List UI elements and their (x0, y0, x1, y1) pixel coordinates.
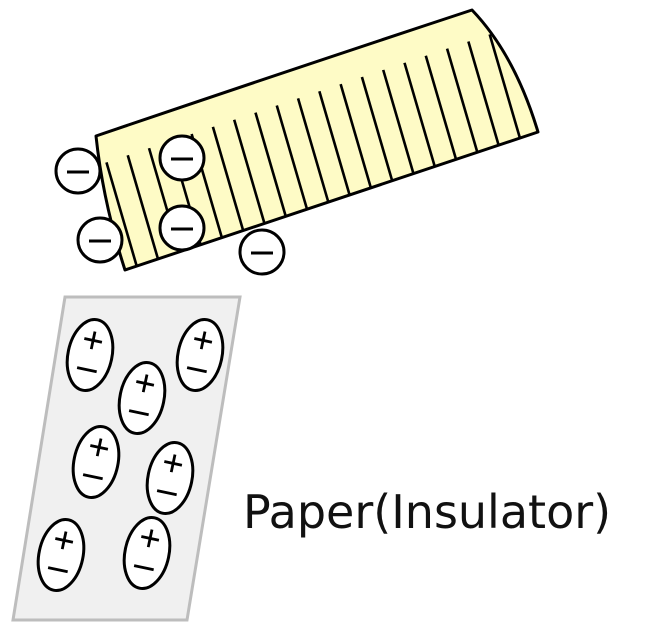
comb-tooth (424, 55, 458, 160)
negative-charge (82, 473, 103, 481)
comb-tooth (381, 69, 415, 174)
negative-charge (186, 366, 207, 374)
comb-tooth (254, 112, 287, 217)
electron (76, 216, 124, 264)
negative-charge (76, 366, 97, 374)
polarized-molecule (145, 440, 195, 516)
polarized-molecule (175, 317, 225, 393)
negative-charge (47, 566, 68, 574)
electron (238, 228, 286, 276)
polarized-molecule (65, 317, 115, 393)
comb-tooth (445, 48, 479, 153)
polarized-molecule (122, 515, 172, 591)
negative-charge (156, 489, 177, 497)
comb-tooth (339, 83, 373, 189)
comb-tooth (467, 41, 500, 146)
comb-tooth (296, 98, 330, 203)
paper (11, 295, 242, 622)
comb-tooth (126, 154, 160, 260)
comb-tooth (318, 90, 351, 196)
polarized-molecule (117, 360, 167, 436)
negative-charge (133, 564, 154, 572)
negative-charge (128, 409, 149, 417)
electron (158, 134, 206, 182)
comb-tooth (488, 34, 522, 139)
comb-tooth (105, 162, 138, 267)
polarized-molecule (36, 517, 86, 593)
comb-tooth (360, 76, 394, 182)
comb-tooth (211, 126, 245, 231)
comb-tooth (275, 105, 309, 210)
comb-tooth (403, 62, 436, 167)
polarized-molecule (71, 424, 121, 500)
comb-electrons (54, 134, 286, 276)
comb-tooth (232, 119, 266, 224)
paper-insulator-label: Paper(Insulator) (243, 485, 611, 539)
paper-dipoles (36, 317, 225, 593)
electron (54, 147, 102, 195)
electron (158, 204, 206, 252)
